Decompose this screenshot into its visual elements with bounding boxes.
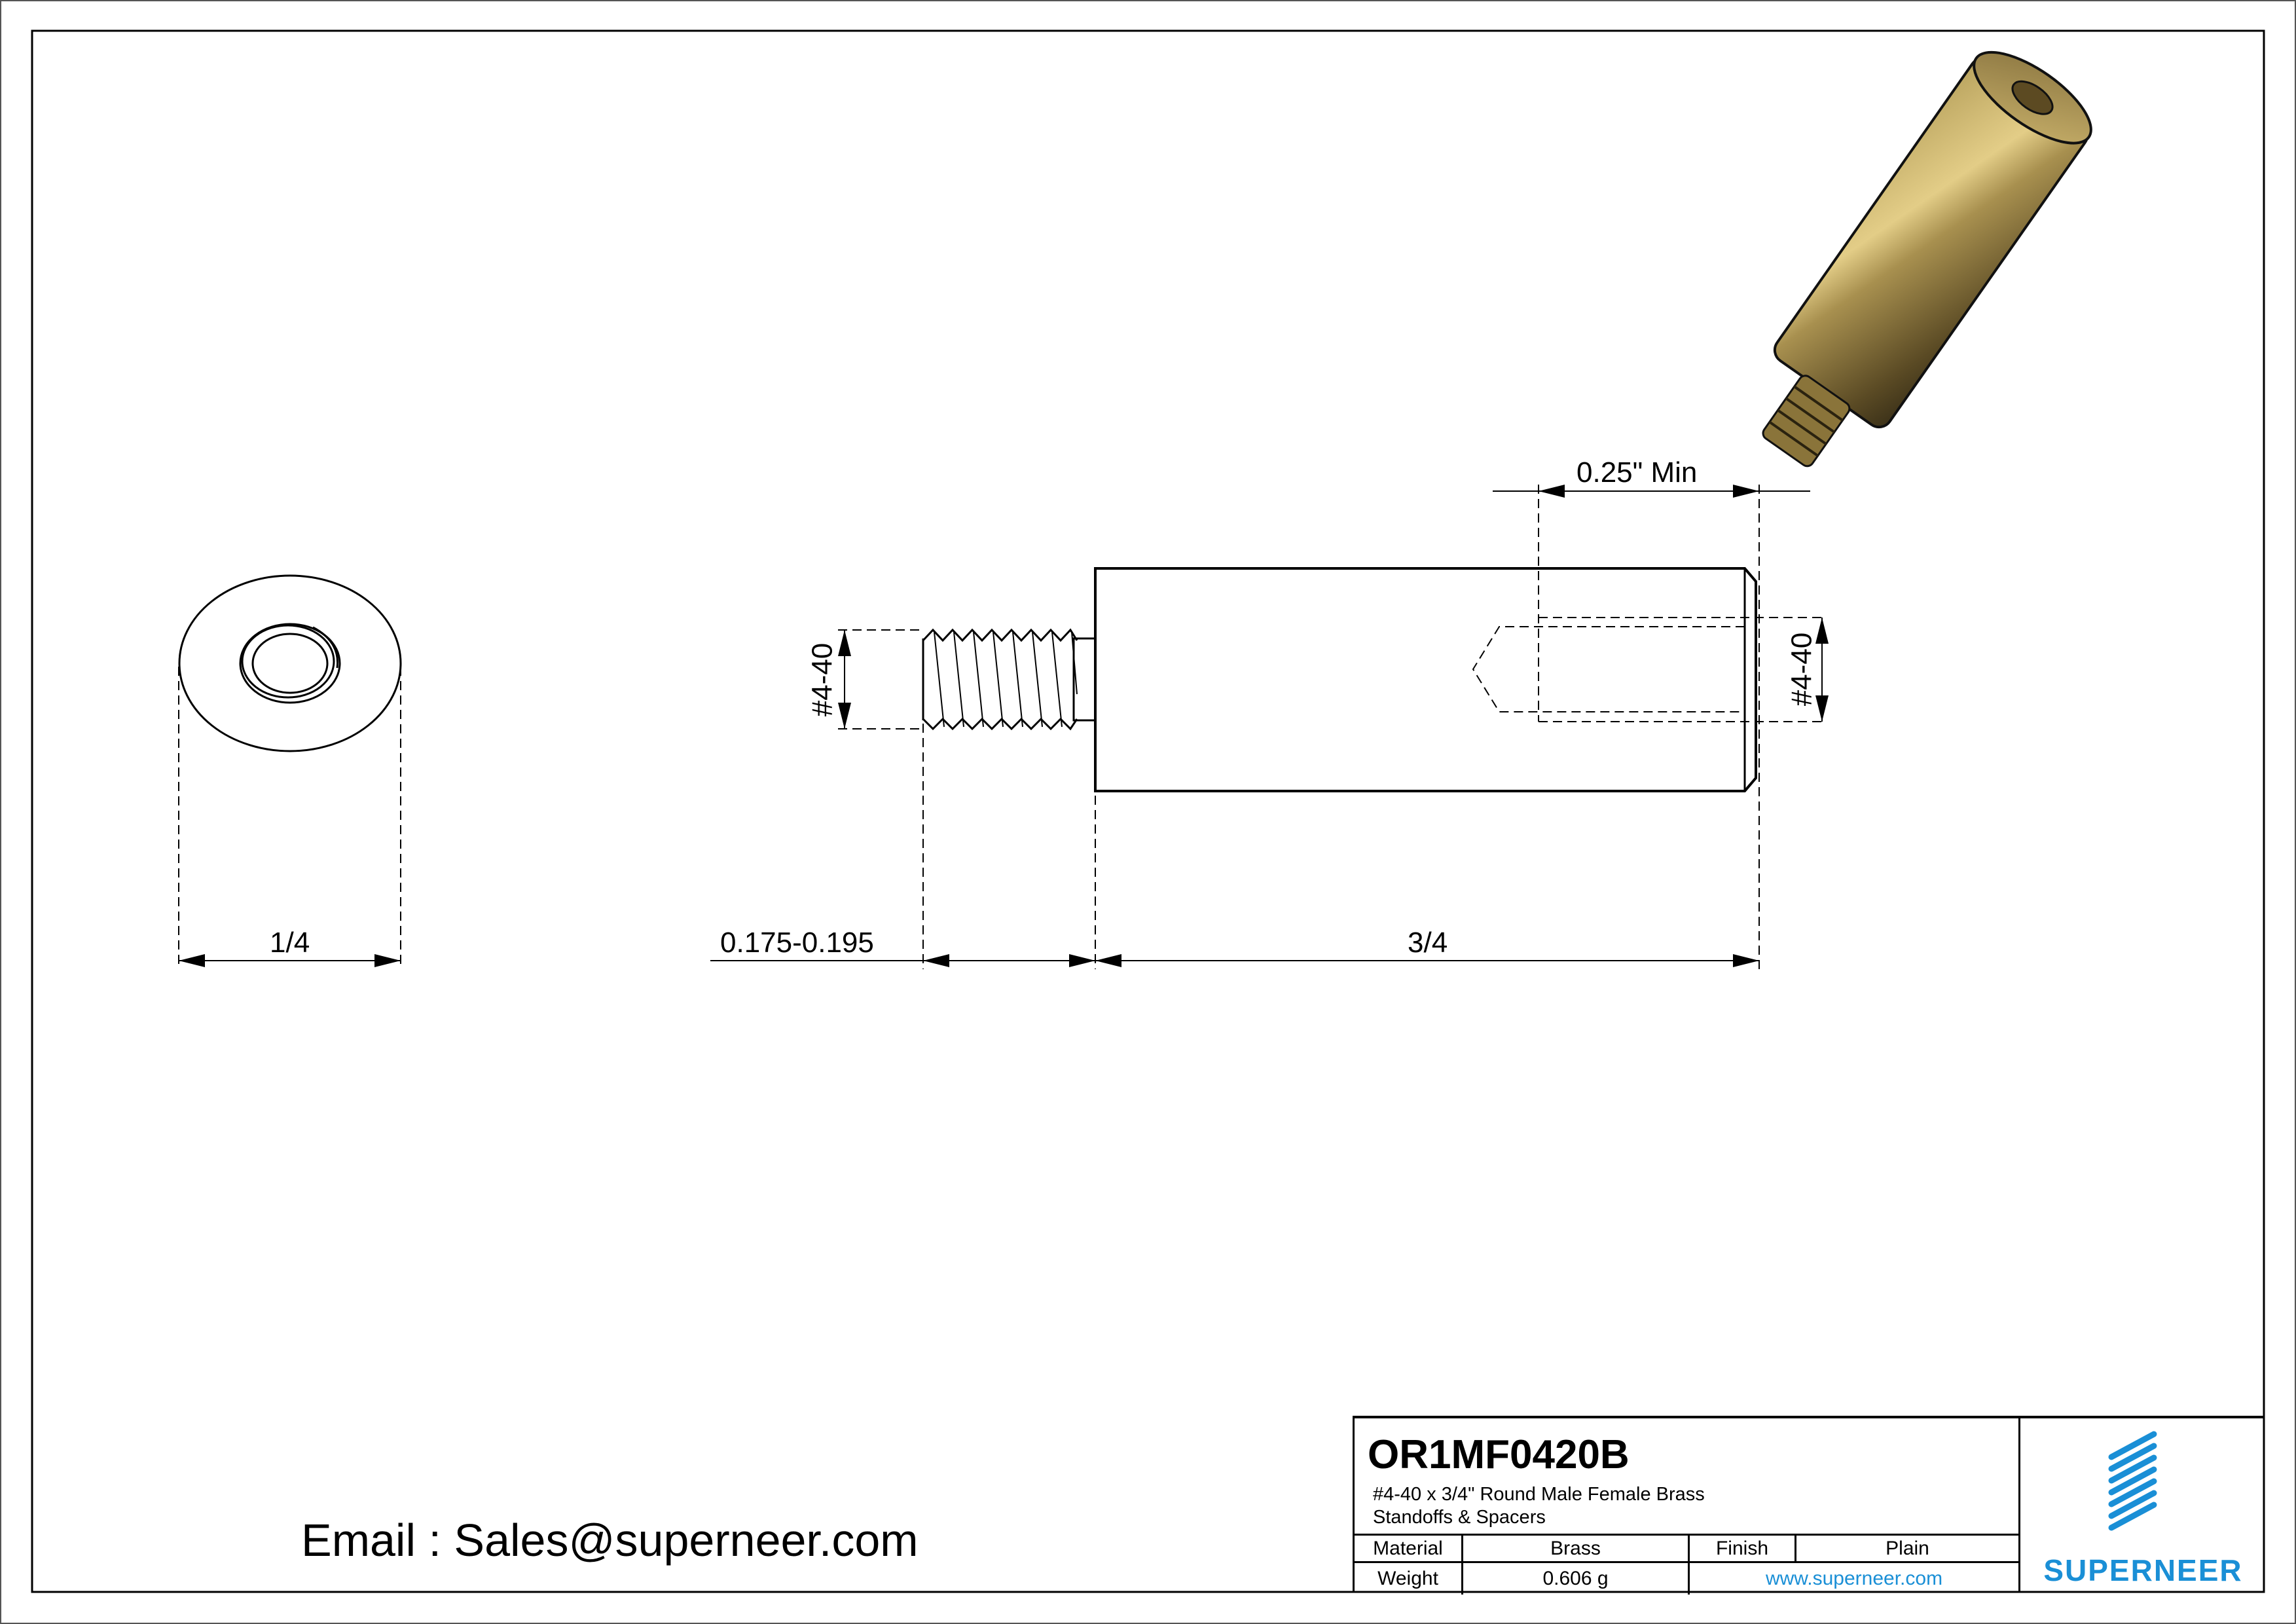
properties-table: Material Brass Finish Plain Weight 0.606… [1355,1534,2018,1595]
dim-female-thread-label: #4-40 [1785,632,1818,707]
dim-thread-length-label: 0.175-0.195 [720,927,874,959]
dim-diameter-label: 1/4 [270,927,310,959]
dim-body-length-label: 3/4 [1408,927,1448,959]
dim-male-thread-label: #4-40 [806,642,839,717]
dim-female-depth-label: 0.25" Min [1576,456,1698,489]
striped-s-logo-icon [2108,1431,2157,1531]
material-label: Material [1355,1536,1463,1563]
weight-label: Weight [1355,1563,1463,1595]
inner-border [31,29,2265,1593]
end-view [178,574,402,969]
title-block: OR1MF0420B #4-40 x 3/4" Round Male Femal… [1353,1416,2266,1595]
weight-value: 0.606 g [1463,1563,1690,1595]
material-value: Brass [1463,1536,1690,1563]
isometric-render [1762,50,2092,468]
finish-value: Plain [1796,1536,2018,1563]
website-link[interactable]: www.superneer.com [1765,1568,1943,1589]
logo-wordmark: SUPERNEER [2043,1553,2243,1587]
side-view [710,485,1829,969]
part-number: OR1MF0420B [1368,1432,1630,1477]
company-logo: SUPERNEER [2020,1418,2266,1592]
finish-label: Finish [1690,1536,1796,1563]
part-description-line1: #4-40 x 3/4" Round Male Female Brass [1373,1484,1705,1505]
part-description-line2: Standoffs & Spacers [1373,1507,1546,1528]
title-block-main: OR1MF0420B #4-40 x 3/4" Round Male Femal… [1355,1418,2020,1595]
email-note: Email : Sales@superneer.com [301,1515,919,1566]
